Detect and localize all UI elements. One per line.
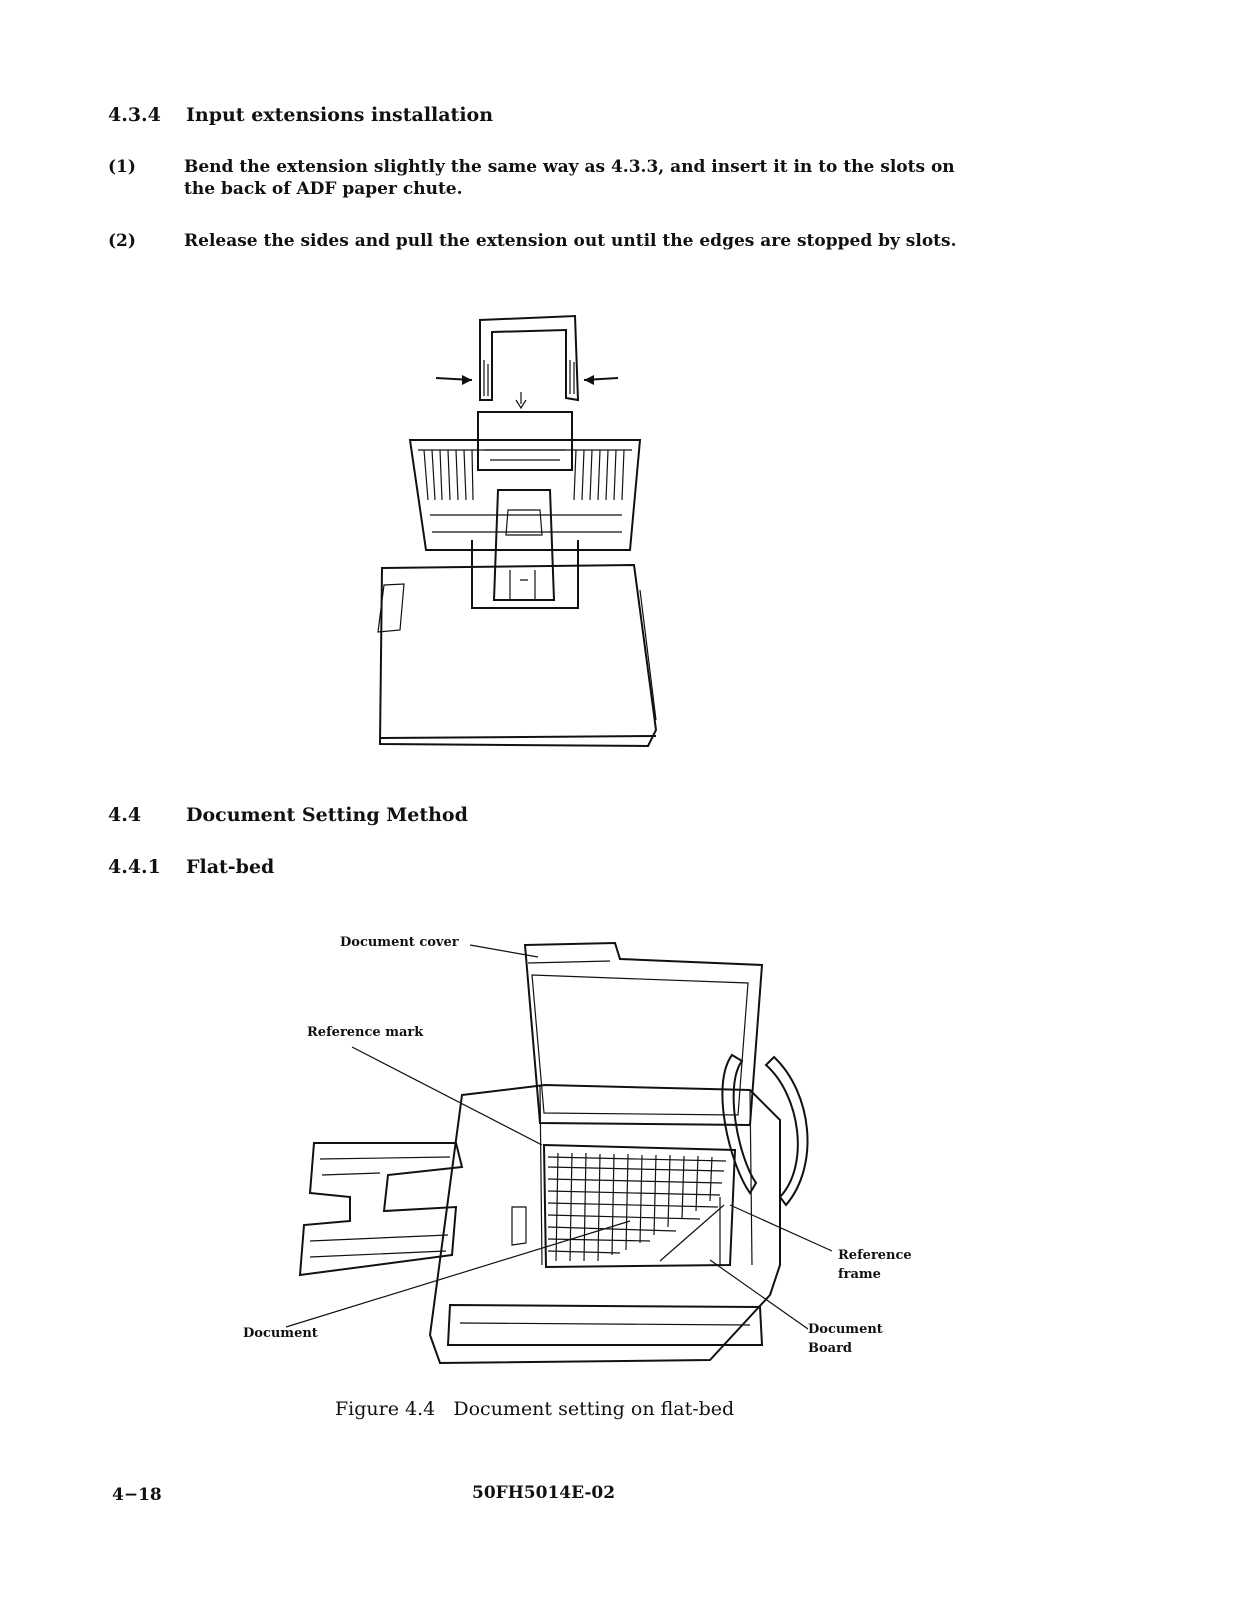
section-number: 4.4 bbox=[108, 804, 142, 826]
label-document-board: Document Board bbox=[808, 1322, 883, 1356]
step-number: (2) bbox=[108, 231, 136, 251]
label-reference-mark: Reference mark bbox=[307, 1025, 424, 1040]
step-2: (2) Release the sides and pull the exten… bbox=[108, 230, 1008, 256]
page-number: 4−18 bbox=[112, 1485, 162, 1505]
flatbed-illustration bbox=[285, 941, 833, 1365]
step-text: Release the sides and pull the extension… bbox=[184, 231, 957, 251]
section-heading-4-4: 4.4 Document Setting Method bbox=[108, 804, 468, 826]
step-text: Bend the extension slightly the same way… bbox=[184, 157, 955, 199]
figure-caption: Figure 4.4 Document setting on flat-bed bbox=[335, 1398, 734, 1420]
document-id: 50FH5014E-02 bbox=[472, 1483, 616, 1503]
label-document: Document bbox=[243, 1326, 318, 1341]
figure-title: Document setting on flat-bed bbox=[453, 1398, 735, 1420]
section-number: 4.4.1 bbox=[108, 856, 161, 878]
section-title: Flat-bed bbox=[186, 856, 275, 878]
adf-extension-illustration bbox=[377, 314, 658, 748]
step-1: (1) Bend the extension slightly the same… bbox=[108, 156, 1008, 206]
figure-number: Figure 4.4 bbox=[335, 1398, 436, 1420]
section-heading-4-3-4: 4.3.4 Input extensions installation bbox=[108, 104, 493, 126]
section-title: Document Setting Method bbox=[186, 804, 468, 826]
label-reference-frame: Reference frame bbox=[838, 1248, 912, 1282]
section-title: Input extensions installation bbox=[186, 104, 494, 126]
step-number: (1) bbox=[108, 157, 136, 177]
section-heading-4-4-1: 4.4.1 Flat-bed bbox=[108, 856, 274, 878]
label-document-cover: Document cover bbox=[340, 935, 459, 950]
section-number: 4.3.4 bbox=[108, 104, 161, 126]
